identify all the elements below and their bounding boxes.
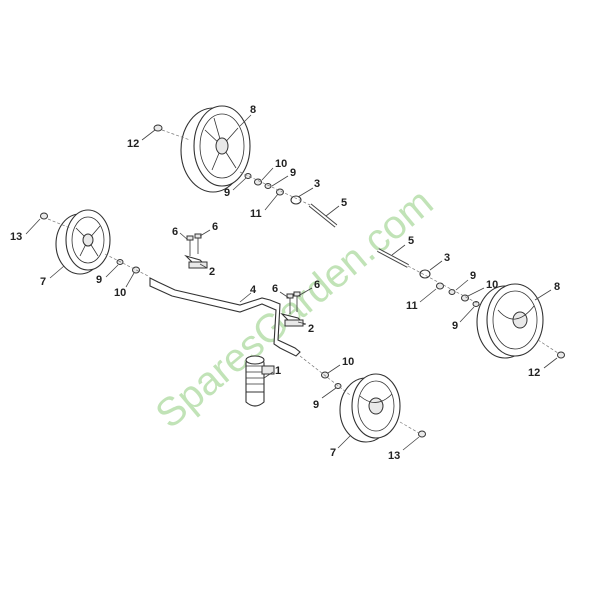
callout-10-top: 10 [275, 158, 287, 170]
callout-6-a: 6 [172, 226, 178, 238]
cap-12-top [153, 124, 163, 132]
callout-11-right: 11 [406, 300, 418, 312]
nut-10-top [254, 178, 262, 186]
callout-11-top: 11 [250, 208, 262, 220]
bearing-11-top [276, 188, 284, 196]
axle-bar-4 [149, 277, 301, 357]
callout-13-left: 13 [10, 231, 22, 243]
axle-5-right [377, 248, 409, 268]
callout-8-right: 8 [554, 281, 560, 293]
nut-10-left [132, 266, 140, 274]
callout-9-top-left: 9 [224, 187, 230, 199]
wheel-rear-left [180, 105, 251, 193]
callout-12-right: 12 [528, 367, 540, 379]
callout-5-top: 5 [341, 197, 347, 209]
callout-6-b: 6 [212, 221, 218, 233]
callout-10-left: 10 [114, 287, 126, 299]
callout-13-front: 13 [388, 450, 400, 462]
callout-9-front: 9 [313, 399, 319, 411]
washer-9-top2 [264, 183, 272, 189]
bracket-2-right [280, 312, 306, 327]
washer-9-top [244, 173, 252, 179]
callout-2-right: 2 [308, 323, 314, 335]
wheel-front-right [339, 373, 401, 443]
callout-3-top: 3 [314, 178, 320, 190]
cap-13-right [418, 430, 426, 438]
wheel-front-left [55, 209, 111, 275]
callout-10-front: 10 [342, 356, 354, 368]
callout-6-d: 6 [314, 279, 320, 291]
callout-7-left: 7 [40, 276, 46, 288]
callout-5-right: 5 [408, 235, 414, 247]
callout-4: 4 [250, 284, 257, 296]
height-adjuster-1 [245, 355, 275, 407]
nut-10-right [461, 294, 469, 302]
callout-1: 1 [275, 365, 281, 377]
callout-7-front: 7 [330, 447, 336, 459]
bearing-11-right [436, 282, 444, 290]
callout-9-top-right: 9 [290, 167, 296, 179]
callout-2-left: 2 [209, 266, 215, 278]
callout-6-c: 6 [272, 283, 278, 295]
callout-9-right-top: 9 [470, 270, 476, 282]
bolt-6-right [286, 291, 301, 314]
nut-10-front [321, 371, 329, 379]
bracket-2-left [184, 254, 208, 269]
callout-3-right: 3 [444, 252, 450, 264]
washer-9-right [448, 289, 456, 295]
callout-9-left: 9 [96, 274, 102, 286]
washer-3-right [419, 269, 431, 279]
bolt-6-left [186, 233, 202, 256]
callout-8-top: 8 [250, 104, 256, 116]
washer-3-top [290, 195, 302, 205]
cap-12-right [557, 351, 565, 359]
wheel-rear-right [476, 283, 544, 359]
callout-12-top: 12 [127, 138, 139, 150]
cap-13-left [40, 212, 48, 220]
callout-10-right: 10 [486, 279, 498, 291]
axle-5-top [308, 203, 338, 228]
callout-9-right-bottom: 9 [452, 320, 458, 332]
